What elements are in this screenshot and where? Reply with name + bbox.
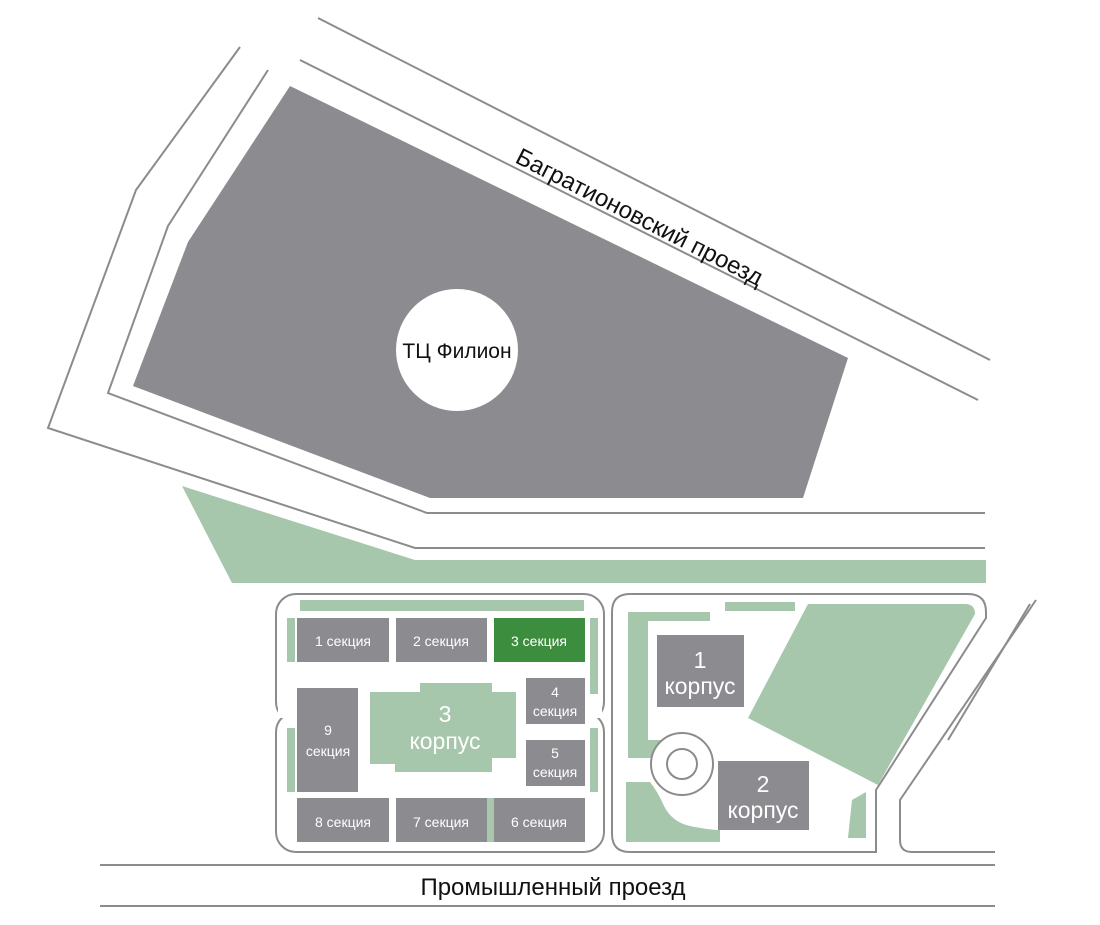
industrial-road bbox=[100, 864, 995, 907]
roundabout-inner bbox=[666, 748, 698, 780]
northwest-road bbox=[46, 46, 985, 549]
korpus-1[interactable] bbox=[657, 635, 744, 707]
section-7[interactable] bbox=[396, 798, 487, 842]
bagration-road bbox=[299, 17, 991, 401]
korpus-1-number: 1 bbox=[694, 647, 707, 673]
korpus-3-number: 3 bbox=[439, 701, 452, 727]
east-road bbox=[899, 599, 1037, 853]
section-2[interactable] bbox=[396, 618, 487, 662]
korpus-2-label: корпус bbox=[727, 797, 798, 823]
korpus-2-number: 2 bbox=[757, 771, 770, 797]
section-6[interactable] bbox=[494, 798, 585, 842]
section-9[interactable] bbox=[297, 688, 358, 792]
mall-label: ТЦ Филион bbox=[402, 340, 511, 363]
section-8[interactable] bbox=[297, 798, 389, 842]
green-strip bbox=[182, 486, 986, 583]
korpus-2[interactable] bbox=[718, 761, 809, 830]
block-1-2-greenery bbox=[626, 602, 975, 842]
section-5[interactable] bbox=[526, 740, 585, 786]
industrial-road-label: Промышленный проезд bbox=[420, 874, 685, 901]
korpus-3[interactable] bbox=[370, 683, 516, 772]
section-4[interactable] bbox=[526, 678, 585, 724]
section-3[interactable] bbox=[494, 618, 585, 662]
section-1[interactable] bbox=[297, 618, 389, 662]
mall-badge bbox=[396, 289, 518, 411]
korpus-1-label: корпус bbox=[664, 673, 735, 699]
korpus-3-label: корпус bbox=[409, 728, 480, 754]
mall-building bbox=[133, 86, 848, 498]
